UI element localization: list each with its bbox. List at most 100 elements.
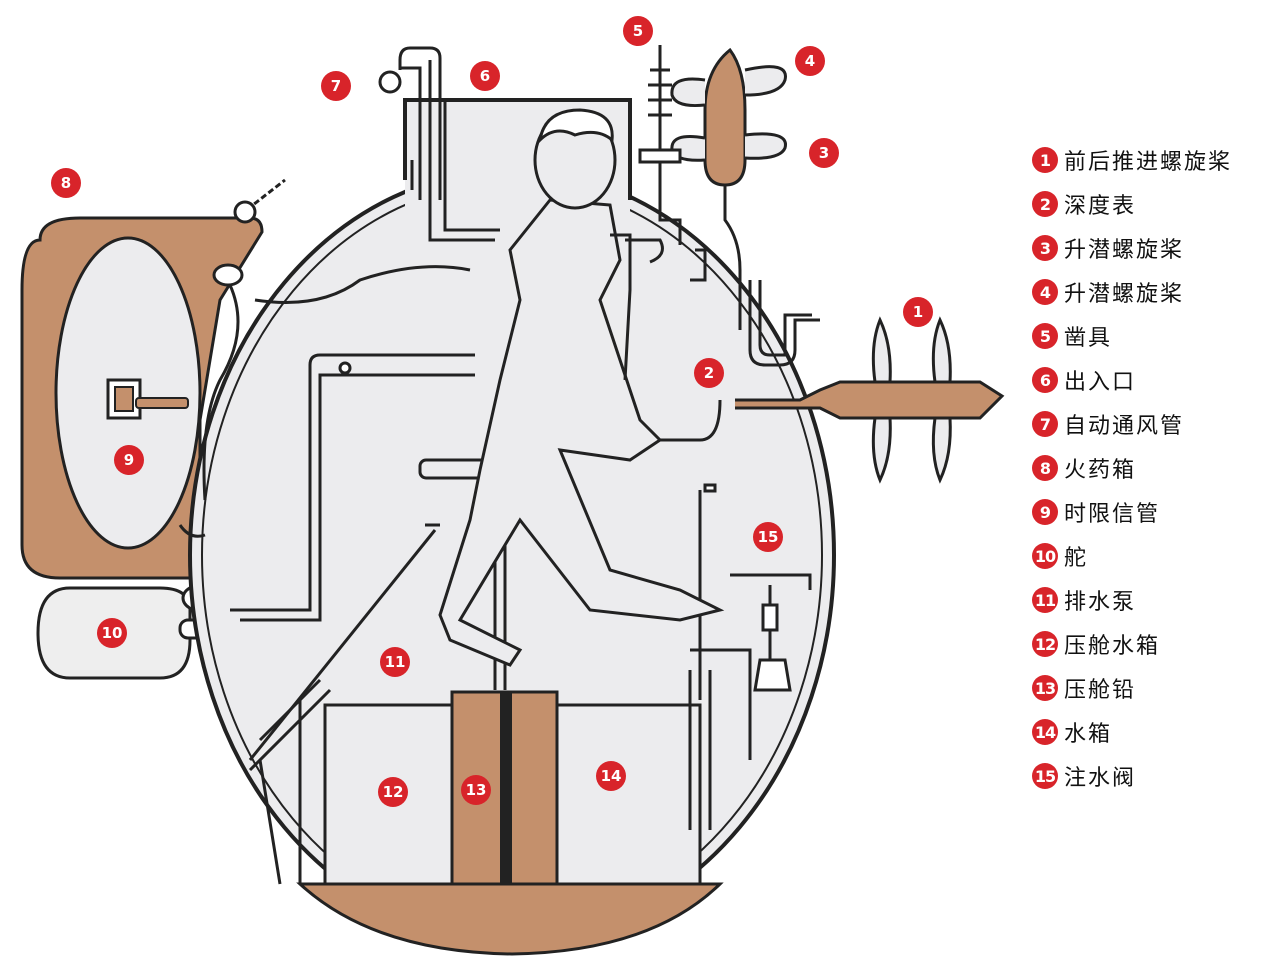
legend-item: 3 升潜螺旋桨	[1032, 226, 1272, 270]
marker-12: 12	[378, 777, 408, 807]
legend-label: 压舱铅	[1064, 678, 1137, 703]
legend-item: 6 出入口	[1032, 358, 1272, 402]
legend-label: 火药箱	[1064, 458, 1137, 483]
forward-propeller	[620, 316, 1005, 484]
legend-badge: 6	[1032, 367, 1058, 393]
marker-4: 4	[795, 46, 825, 76]
marker-5: 5	[623, 16, 653, 46]
marker-number: 11	[385, 653, 406, 671]
marker-10: 10	[97, 618, 127, 648]
legend-label: 前后推进螺旋桨	[1064, 150, 1233, 175]
legend-badge: 1	[1032, 147, 1058, 173]
marker-circle	[380, 647, 410, 677]
legend: 1 前后推进螺旋桨 2 深度表 3 升潜螺旋桨 4 升潜螺旋桨 5 凿具 6 出…	[1032, 138, 1272, 798]
legend-badge: 9	[1032, 499, 1058, 525]
marker-1: 1	[903, 297, 933, 327]
marker-circle	[795, 46, 825, 76]
marker-circle	[321, 71, 351, 101]
marker-11: 11	[380, 647, 410, 677]
legend-badge: 7	[1032, 411, 1058, 437]
marker-6: 6	[470, 61, 500, 91]
marker-number: 1	[913, 303, 923, 321]
legend-badge: 3	[1032, 235, 1058, 261]
pump-pipe	[230, 353, 475, 772]
marker-circle	[461, 775, 491, 805]
marker-13: 13	[461, 775, 491, 805]
marker-circle	[97, 618, 127, 648]
marker-14: 14	[596, 761, 626, 791]
legend-label: 排水泵	[1064, 590, 1137, 615]
legend-label: 出入口	[1064, 370, 1137, 395]
marker-circle	[753, 522, 783, 552]
marker-number: 9	[124, 451, 134, 469]
marker-circle	[694, 358, 724, 388]
legend-item: 4 升潜螺旋桨	[1032, 270, 1272, 314]
legend-label: 自动通风管	[1064, 414, 1185, 439]
legend-label: 水箱	[1064, 722, 1113, 747]
legend-item: 9 时限信管	[1032, 490, 1272, 534]
marker-number: 7	[331, 77, 341, 95]
marker-number: 10	[102, 624, 123, 642]
marker-circle	[596, 761, 626, 791]
marker-circle	[51, 168, 81, 198]
legend-label: 深度表	[1064, 194, 1137, 219]
legend-item: 8 火药箱	[1032, 446, 1272, 490]
legend-badge: 11	[1032, 587, 1058, 613]
legend-badge: 12	[1032, 631, 1058, 657]
legend-badge: 13	[1032, 675, 1058, 701]
legend-item: 11 排水泵	[1032, 578, 1272, 622]
marker-number: 5	[633, 22, 643, 40]
legend-badge: 8	[1032, 455, 1058, 481]
marker-8: 8	[51, 168, 81, 198]
marker-number: 6	[480, 67, 490, 85]
ventilation-pipes	[378, 46, 442, 200]
marker-7: 7	[321, 71, 351, 101]
marker-number: 14	[601, 767, 622, 785]
powder-box	[20, 216, 264, 580]
marker-number: 15	[758, 528, 779, 546]
marker-circle	[623, 16, 653, 46]
legend-label: 注水阀	[1064, 766, 1137, 791]
marker-circle	[903, 297, 933, 327]
marker-3: 3	[809, 138, 839, 168]
legend-label: 升潜螺旋桨	[1064, 282, 1185, 307]
operator-figure	[418, 108, 725, 690]
legend-label: 升潜螺旋桨	[1064, 238, 1185, 263]
marker-circle	[809, 138, 839, 168]
legend-badge: 14	[1032, 719, 1058, 745]
depth-gauge	[748, 280, 820, 367]
marker-number: 4	[805, 52, 815, 70]
marker-circle	[378, 777, 408, 807]
legend-item: 13 压舱铅	[1032, 666, 1272, 710]
legend-badge: 15	[1032, 763, 1058, 789]
legend-item: 14 水箱	[1032, 710, 1272, 754]
legend-badge: 4	[1032, 279, 1058, 305]
legend-item: 2 深度表	[1032, 182, 1272, 226]
marker-number: 3	[819, 144, 829, 162]
marker-circle	[470, 61, 500, 91]
legend-label: 凿具	[1064, 326, 1113, 351]
marker-number: 2	[704, 364, 714, 382]
ballast-tanks	[258, 690, 702, 886]
legend-item: 10 舵	[1032, 534, 1272, 578]
marker-number: 8	[61, 174, 71, 192]
hull-fittings	[178, 178, 471, 538]
legend-badge: 5	[1032, 323, 1058, 349]
flood-valve	[688, 483, 812, 830]
auger	[638, 45, 707, 282]
legend-item: 1 前后推进螺旋桨	[1032, 138, 1272, 182]
legend-label: 舵	[1064, 546, 1089, 571]
marker-number: 13	[466, 781, 487, 799]
legend-item: 12 压舱水箱	[1032, 622, 1272, 666]
marker-number: 12	[383, 783, 404, 801]
marker-9: 9	[114, 445, 144, 475]
legend-item: 7 自动通风管	[1032, 402, 1272, 446]
legend-item: 15 注水阀	[1032, 754, 1272, 798]
marker-2: 2	[694, 358, 724, 388]
legend-badge: 10	[1032, 543, 1058, 569]
legend-label: 时限信管	[1064, 502, 1161, 527]
marker-circle	[114, 445, 144, 475]
